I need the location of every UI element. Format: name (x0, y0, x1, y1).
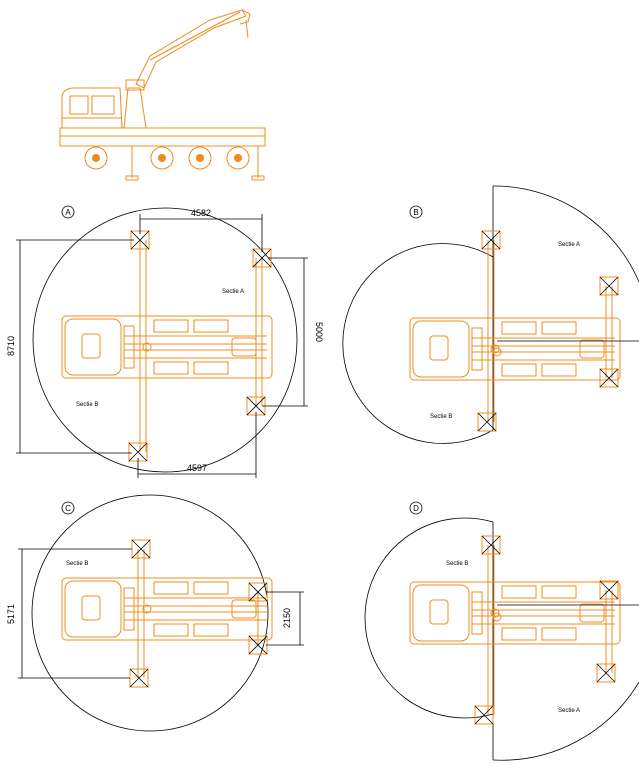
view-b-label: B (413, 208, 418, 217)
view-b-truck (409, 317, 621, 381)
view-b: B Sectie A Sectie B (342, 185, 639, 444)
truck-side-view (59, 9, 266, 181)
view-b-section-a-arc (492, 185, 639, 283)
view-a-range-circle (32, 207, 298, 473)
view-d-pad (481, 535, 501, 555)
view-a-dim-left: 8710 (6, 336, 16, 356)
view-b-pad (481, 230, 501, 250)
view-d-section-a-arc (492, 681, 639, 761)
view-b-pad (599, 276, 619, 296)
view-a-truck (61, 315, 273, 379)
view-d-section-b: Sectie B (446, 561, 468, 567)
view-d-pad (599, 580, 619, 600)
view-d-label: D (413, 504, 419, 513)
view-c-dim-left: 5171 (6, 604, 16, 624)
view-c-truck (61, 577, 273, 641)
view-a-label: A (65, 208, 71, 217)
view-b-marker (409, 205, 423, 219)
view-c-label: C (65, 504, 71, 513)
view-a-dim-top: 4582 (191, 208, 211, 218)
view-d: D Sectie B Sectie A (364, 501, 639, 761)
view-c-dim-right: 2150 (282, 608, 292, 628)
view-d-marker (409, 501, 423, 515)
view-c-section-b: Sectie B (66, 561, 88, 567)
view-a-dim-bottom: 4597 (187, 463, 207, 473)
view-a: A 4582 4597 8710 5000 Sectie A Sectie B (6, 205, 324, 478)
view-a-section-a: Sectie A (222, 289, 244, 295)
view-c-range-circle (31, 494, 269, 732)
view-d-section-a: Sectie A (558, 708, 580, 714)
view-b-section-b: Sectie B (430, 414, 452, 420)
view-c: C 5171 2150 Sectie B (6, 494, 304, 732)
view-b-section-b-arc (342, 243, 494, 444)
view-c-marker (61, 501, 75, 515)
view-d-truck (409, 581, 621, 645)
view-c-pad (129, 668, 149, 688)
view-c-pad (131, 539, 151, 559)
view-a-dim-right: 5000 (314, 322, 324, 342)
view-a-section-b: Sectie B (76, 402, 98, 408)
view-d-section-b-arc (364, 517, 494, 719)
view-b-section-a: Sectie A (558, 242, 580, 248)
view-a-marker (61, 205, 75, 219)
view-b-pad (599, 368, 619, 388)
